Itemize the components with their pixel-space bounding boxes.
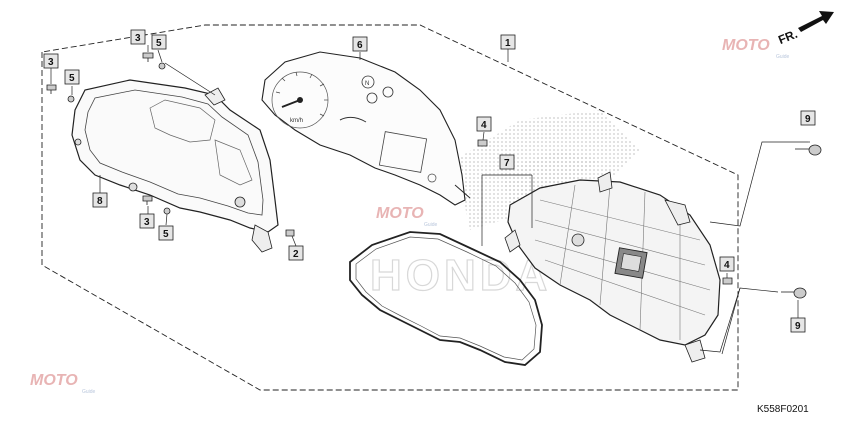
watermark-subtext: Guide (82, 389, 96, 395)
gauge-unit-label: km/h (290, 118, 303, 124)
callout-3-top: 3 (130, 29, 146, 45)
watermark-text: MOTO (30, 372, 78, 389)
svg-text:4: 4 (481, 120, 487, 131)
watermark-text: MOTO (722, 37, 770, 54)
figure-code: K558F0201 (757, 404, 809, 415)
callout-3-left: 3 (43, 53, 59, 69)
meter-dial-panel: km/h N (261, 51, 471, 206)
callout-8: 8 (92, 192, 108, 208)
fasteners (46, 52, 822, 299)
callout-4-lower: 4 (719, 256, 735, 272)
front-direction-arrow: FR. (776, 11, 834, 47)
leader-lines (50, 45, 810, 355)
callout-1: 1 (500, 34, 516, 50)
moto-watermark-bottom: MOTO Guide (30, 372, 96, 395)
front-direction-label: FR. (776, 27, 799, 47)
svg-text:3: 3 (48, 57, 54, 68)
svg-text:5: 5 (163, 229, 169, 240)
svg-text:9: 9 (805, 114, 811, 125)
callout-9-upper: 9 (800, 110, 816, 126)
callout-5-left: 5 (64, 69, 80, 85)
svg-text:HONDA: HONDA (370, 251, 551, 300)
meter-case (504, 171, 721, 363)
svg-text:6: 6 (357, 40, 363, 51)
moto-watermark-top: MOTO Guide (722, 37, 790, 60)
callout-5-bottom: 5 (158, 225, 174, 241)
assembly-boundary-frame (41, 24, 739, 391)
svg-text:7: 7 (504, 158, 510, 169)
watermark-text: MOTO (376, 205, 424, 222)
svg-text:9: 9 (795, 321, 801, 332)
callout-5-top: 5 (151, 34, 167, 50)
meter-gasket (349, 231, 543, 366)
svg-text:2: 2 (293, 249, 299, 260)
callout-4-upper: 4 (476, 116, 492, 132)
svg-text:5: 5 (69, 73, 75, 84)
callout-9-lower: 9 (790, 317, 806, 333)
svg-text:8: 8 (97, 196, 103, 207)
meter-cover (71, 79, 279, 253)
callout-6: 6 (352, 36, 368, 52)
watermark-subtext: Guide (424, 222, 438, 228)
honda-wing-watermark: HONDA (369, 110, 640, 301)
svg-text:5: 5 (156, 38, 162, 49)
callout-3-bottom: 3 (139, 213, 155, 229)
svg-text:3: 3 (135, 33, 141, 44)
callout-7: 7 (499, 154, 515, 170)
callout-2: 2 (288, 245, 304, 261)
watermark-subtext: Guide (776, 54, 790, 60)
svg-text:1: 1 (505, 38, 511, 49)
neutral-indicator-label: N (365, 81, 369, 87)
svg-text:4: 4 (724, 260, 730, 271)
moto-watermark-middle: MOTO Guide (376, 205, 438, 228)
svg-text:3: 3 (144, 217, 150, 228)
